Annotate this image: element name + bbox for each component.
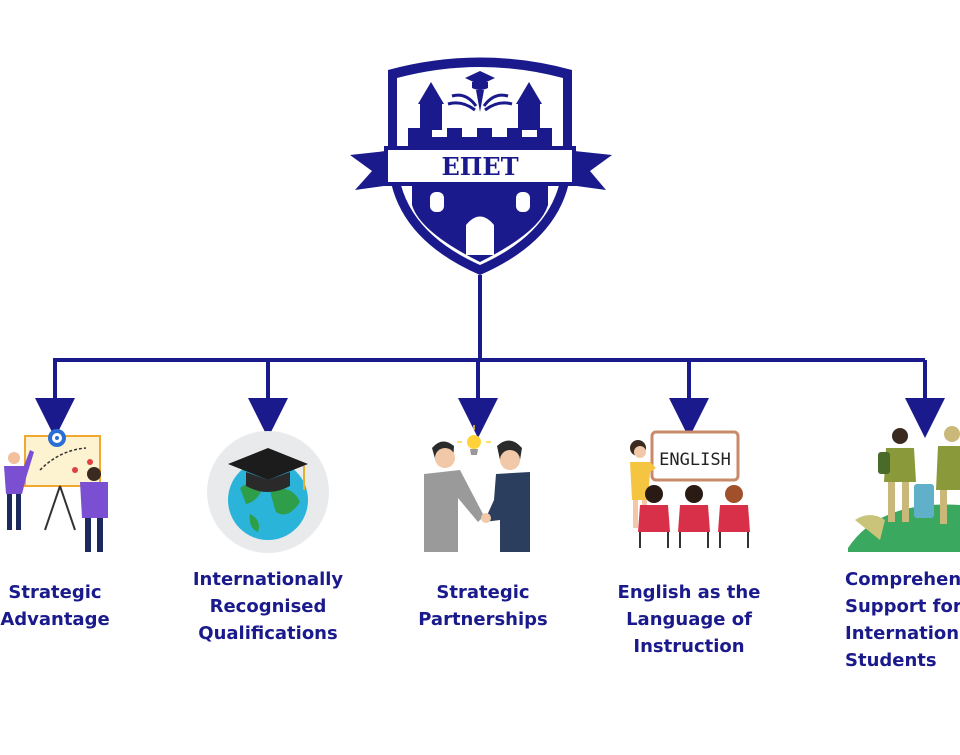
item-label-strategic-partnerships: Strategic Partnerships <box>418 582 548 630</box>
connector-tree <box>35 275 945 438</box>
item-label-internationally-recognised: Internationally Recognised Qualification… <box>192 569 344 644</box>
strategy-board-icon <box>4 429 108 552</box>
logo-text: ΕΠΕΤ <box>441 152 518 181</box>
item-label-english-instruction: English as the Language of Instruction <box>617 582 761 657</box>
logo-banner <box>384 146 576 186</box>
logo-crest: ΕΠΕΤ <box>350 57 612 275</box>
graduation-globe-icon <box>207 431 329 553</box>
travelers-icon <box>848 426 960 552</box>
classroom-english-icon: ENGLISH <box>630 430 750 548</box>
handshake-icon <box>424 425 530 552</box>
board-text: ENGLISH <box>659 450 731 470</box>
item-label-strategic-advantage: Strategic Advantage <box>0 582 110 630</box>
castle-wall <box>408 128 552 150</box>
item-label-comprehensive-support: Comprehensive Support for International … <box>845 569 960 671</box>
